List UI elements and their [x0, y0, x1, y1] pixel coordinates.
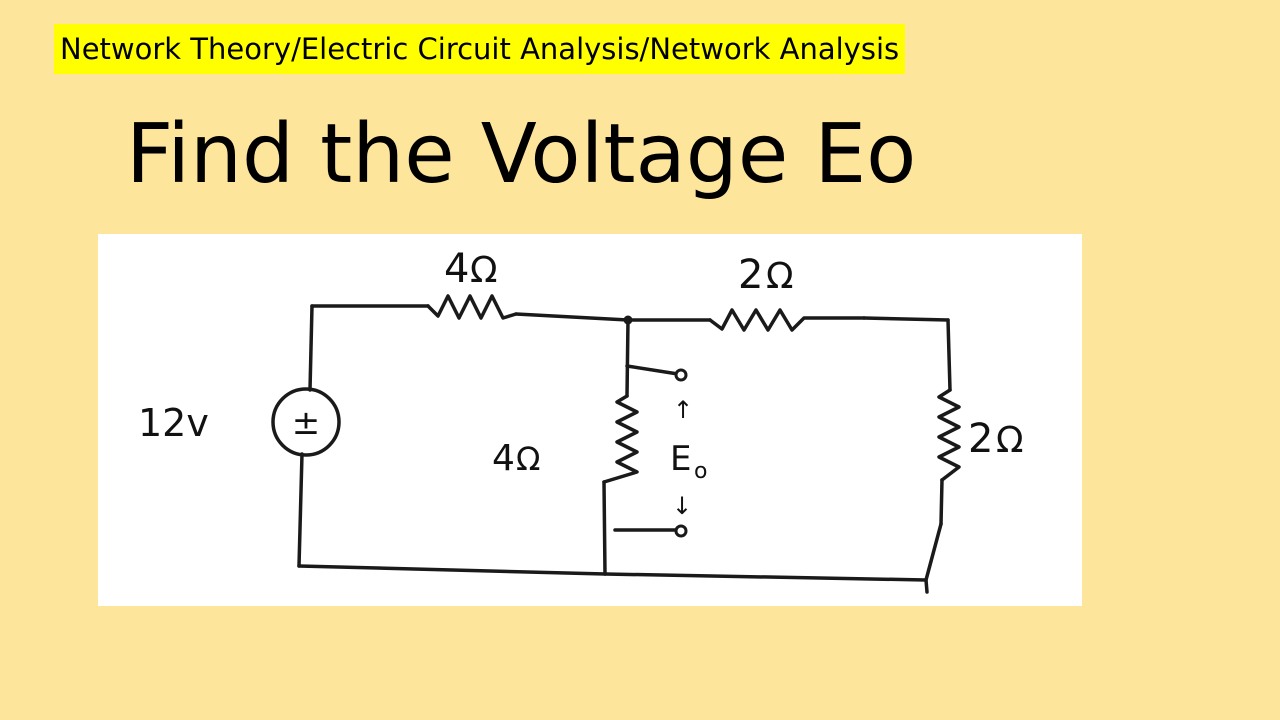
output-voltage-label: E [670, 439, 691, 479]
resistor-shunt [602, 394, 639, 484]
wire-right-upper [946, 318, 952, 392]
resistor-right-unit: Ω [996, 420, 1024, 461]
junction-node [623, 315, 633, 325]
resistor-series-2-value: 2 [738, 252, 763, 298]
wire-bottom-left [297, 564, 607, 576]
resistor-series-2 [708, 308, 866, 332]
course-banner: Network Theory/Electric Circuit Analysis… [54, 24, 906, 74]
wire-left-vertical-lower [297, 452, 304, 568]
resistor-shunt-value: 4 [492, 438, 515, 479]
resistor-series-1-value: 4 [444, 246, 469, 292]
wire-right-lower [939, 478, 944, 526]
source-value-label: 12v [138, 401, 209, 445]
source-polarity: ± [292, 403, 321, 443]
resistor-right [937, 388, 961, 482]
output-terminal-bottom [674, 524, 688, 538]
circuit-diagram: ± 12v 4 Ω 2 Ω 4 Ω 2 Ω ↑ E o ↓ [98, 234, 1082, 606]
wire-shunt-lower [602, 480, 607, 576]
wire-right-bottom [924, 522, 943, 594]
circuit-svg: ± 12v 4 Ω 2 Ω 4 Ω 2 Ω ↑ E o ↓ [138, 246, 1024, 594]
resistor-series-1-unit: Ω [470, 250, 498, 291]
voltage-source-circle [271, 387, 341, 457]
down-arrow-icon: ↓ [672, 492, 692, 520]
wire-left-vertical-upper [308, 304, 314, 392]
output-terminal-top [674, 368, 688, 382]
resistor-shunt-unit: Ω [516, 440, 540, 478]
wire-terminal-top [625, 364, 680, 376]
wire-shunt-upper [625, 318, 630, 398]
wire-bottom-right [603, 572, 928, 582]
page-title: Find the Voltage Eo [126, 107, 917, 202]
up-arrow-icon: ↑ [673, 396, 693, 424]
wire-top-right [862, 316, 950, 322]
resistor-series-2-unit: Ω [766, 256, 794, 297]
wire-top-mid-1 [514, 312, 630, 322]
resistor-right-value: 2 [968, 416, 993, 462]
banner-text: Network Theory/Electric Circuit Analysis… [60, 32, 900, 66]
output-voltage-subscript: o [694, 459, 707, 484]
resistor-series-1 [426, 294, 518, 320]
